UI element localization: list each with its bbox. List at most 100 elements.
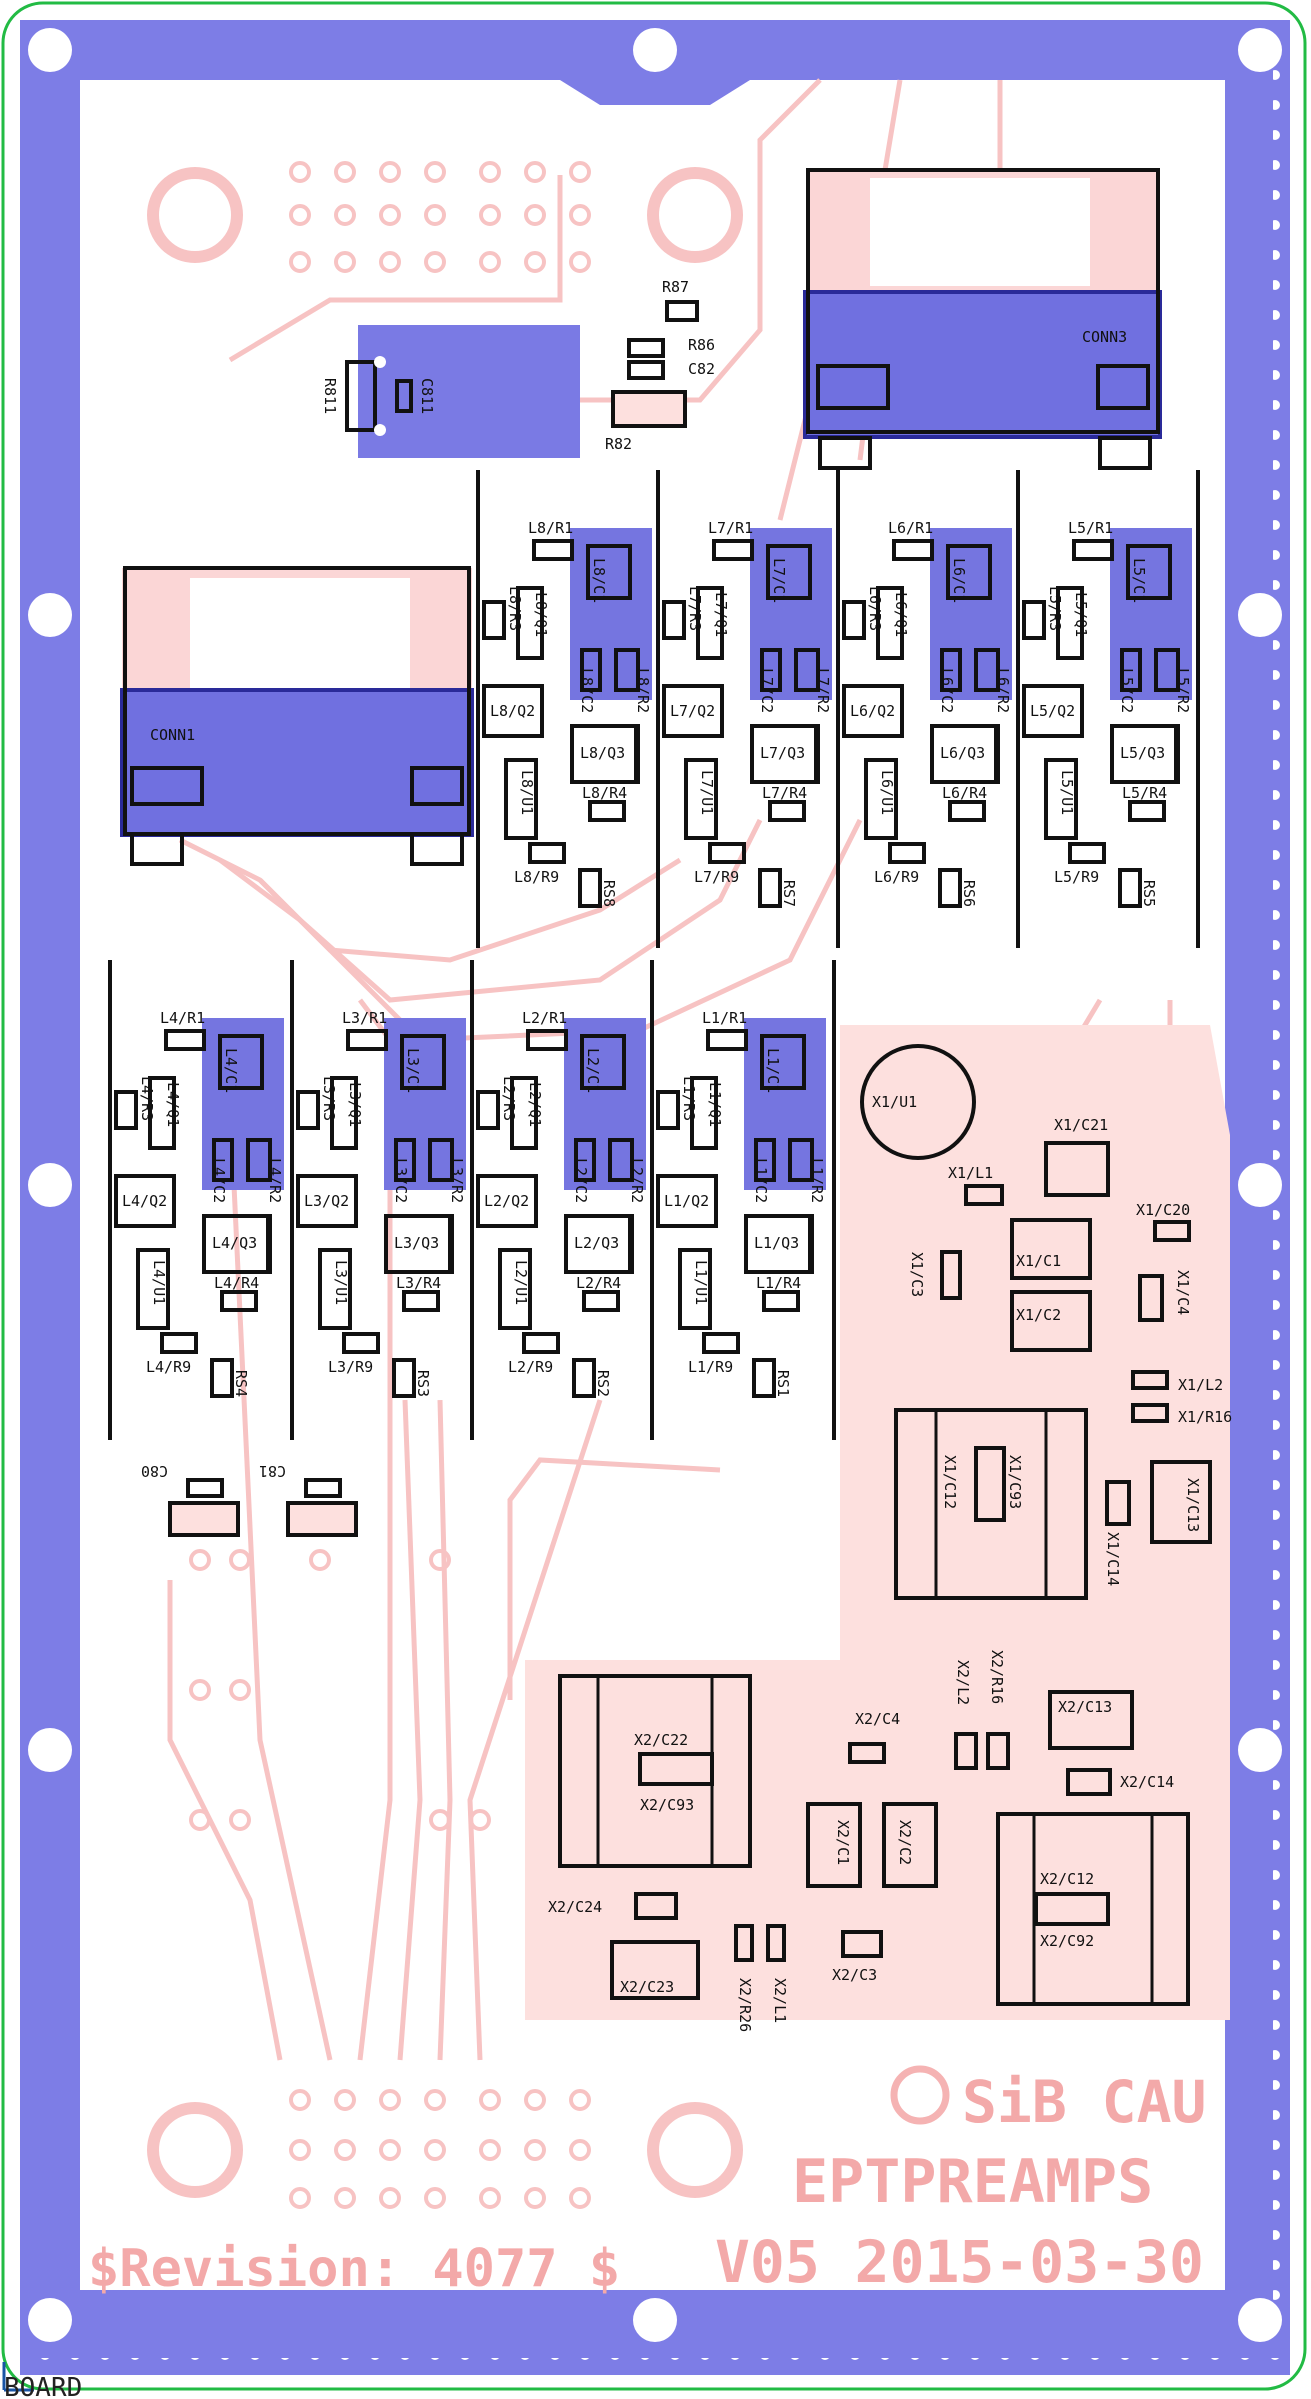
r3-label: L3/R3 <box>320 1076 338 1121</box>
x1-section: X1/U1 X1/C21 X1/L1 X1/C20 X1/C1 X1/C3 X1… <box>860 1044 1232 1600</box>
silk-revision: $Revision: 4077 $ <box>88 2239 620 2299</box>
x1-c4-label: X1/C4 <box>1174 1270 1192 1315</box>
r2-label: L2/R2 <box>628 1158 646 1203</box>
c80-c81-parts: C80 C81 <box>141 1462 358 1537</box>
rs-label: RS2 <box>594 1370 612 1397</box>
x2-c3-label: X2/C3 <box>832 1966 877 1984</box>
r3-label: L1/R3 <box>680 1076 698 1121</box>
x2-c1-label: X2/C1 <box>834 1820 852 1865</box>
q2-label: L4/Q2 <box>122 1192 167 1210</box>
r9-label: L5/R9 <box>1054 868 1099 886</box>
top-misc-parts: R811 C811 R87 R86 C82 R82 <box>321 278 715 458</box>
r87-label: R87 <box>662 278 689 296</box>
q3-label: L8/Q3 <box>580 744 625 762</box>
u1-label: L6/U1 <box>878 770 896 815</box>
x1-c1-label: X1/C1 <box>1016 1252 1061 1270</box>
q3-label: L1/Q3 <box>754 1234 799 1252</box>
q1-label: L8/Q1 <box>532 592 550 637</box>
r1-label: L4/R1 <box>160 1009 205 1027</box>
q3-label: L5/Q3 <box>1120 744 1165 762</box>
x2-c13-label: X2/C13 <box>1058 1698 1112 1716</box>
x2-c93-label: X2/C93 <box>640 1796 694 1814</box>
r2-label: L5/R2 <box>1174 668 1192 713</box>
r9-label: L3/R9 <box>328 1358 373 1376</box>
c2-label: L1/C2 <box>752 1158 770 1203</box>
c1-label: L1/C1 <box>764 1048 782 1093</box>
r3-label: L7/R3 <box>686 586 704 631</box>
x1-l1-label: X1/L1 <box>948 1164 993 1182</box>
rs-label: RS7 <box>780 880 798 907</box>
q1-label: L6/Q1 <box>892 592 910 637</box>
board-label: BOARD <box>2 2362 82 2399</box>
rs-label: RS1 <box>774 1370 792 1397</box>
c1-label: L3/C1 <box>404 1048 422 1093</box>
c811-label: C811 <box>418 378 436 414</box>
conn3-connector: CONN3 <box>803 168 1162 470</box>
x1-c12-label: X1/C12 <box>941 1455 959 1509</box>
c1-label: L2/C1 <box>584 1048 602 1093</box>
x1-c2-label: X1/C2 <box>1016 1306 1061 1324</box>
r3-label: L6/R3 <box>866 586 884 631</box>
c81-label: C81 <box>259 1462 286 1480</box>
r9-label: L8/R9 <box>514 868 559 886</box>
r4-label: L3/R4 <box>396 1274 441 1292</box>
q2-label: L5/Q2 <box>1030 702 1075 720</box>
x1-c21-label: X1/C21 <box>1054 1116 1108 1134</box>
r4-label: L2/R4 <box>576 1274 621 1292</box>
q2-label: L6/Q2 <box>850 702 895 720</box>
x2-c2-label: X2/C2 <box>896 1820 914 1865</box>
r2-label: L6/R2 <box>994 668 1012 713</box>
r9-label: L4/R9 <box>146 1358 191 1376</box>
x1-c3-label: X1/C3 <box>908 1252 926 1297</box>
r3-label: L5/R3 <box>1046 586 1064 631</box>
r1-label: L2/R1 <box>522 1009 567 1027</box>
rs-label: RS6 <box>960 880 978 907</box>
conn3-label: CONN3 <box>1082 328 1127 346</box>
q1-label: L4/Q1 <box>164 1082 182 1127</box>
x1-u1-label: X1/U1 <box>872 1093 917 1111</box>
u1-label: L8/U1 <box>518 770 536 815</box>
r1-label: L8/R1 <box>528 519 573 537</box>
x2-l2-label: X2/L2 <box>954 1660 972 1705</box>
r2-label: L7/R2 <box>814 668 832 713</box>
c2-label: L4/C2 <box>210 1158 228 1203</box>
r1-label: L7/R1 <box>708 519 753 537</box>
c1-label: L7/C1 <box>770 558 788 603</box>
q3-label: L7/Q3 <box>760 744 805 762</box>
r4-label: L8/R4 <box>582 784 627 802</box>
c2-label: L2/C2 <box>572 1158 590 1203</box>
c1-label: L5/C1 <box>1130 558 1148 603</box>
r9-label: L1/R9 <box>688 1358 733 1376</box>
c1-label: L8/C1 <box>590 558 608 603</box>
r1-label: L6/R1 <box>888 519 933 537</box>
r811-label: R811 <box>321 378 339 414</box>
x2-l1-label: X2/L1 <box>771 1978 789 2023</box>
r4-label: L1/R4 <box>756 1274 801 1292</box>
c2-label: L6/C2 <box>938 668 956 713</box>
q2-label: L2/Q2 <box>484 1192 529 1210</box>
q2-label: L7/Q2 <box>670 702 715 720</box>
r4-label: L6/R4 <box>942 784 987 802</box>
x2-r16-label: X2/R16 <box>988 1650 1006 1704</box>
q1-label: L7/Q1 <box>712 592 730 637</box>
q3-label: L4/Q3 <box>212 1234 257 1252</box>
rs-label: RS3 <box>414 1370 432 1397</box>
r2-label: L8/R2 <box>634 668 652 713</box>
q3-label: L6/Q3 <box>940 744 985 762</box>
q2-label: L8/Q2 <box>490 702 535 720</box>
r1-label: L3/R1 <box>342 1009 387 1027</box>
u1-label: L5/U1 <box>1058 770 1076 815</box>
c2-label: L7/C2 <box>758 668 776 713</box>
r1-label: L5/R1 <box>1068 519 1113 537</box>
x2-c24-label: X2/C24 <box>548 1898 602 1916</box>
channel-dividers <box>108 470 1200 1440</box>
r3-label: L4/R3 <box>138 1076 156 1121</box>
r9-label: L7/R9 <box>694 868 739 886</box>
r2-label: L1/R2 <box>808 1158 826 1203</box>
